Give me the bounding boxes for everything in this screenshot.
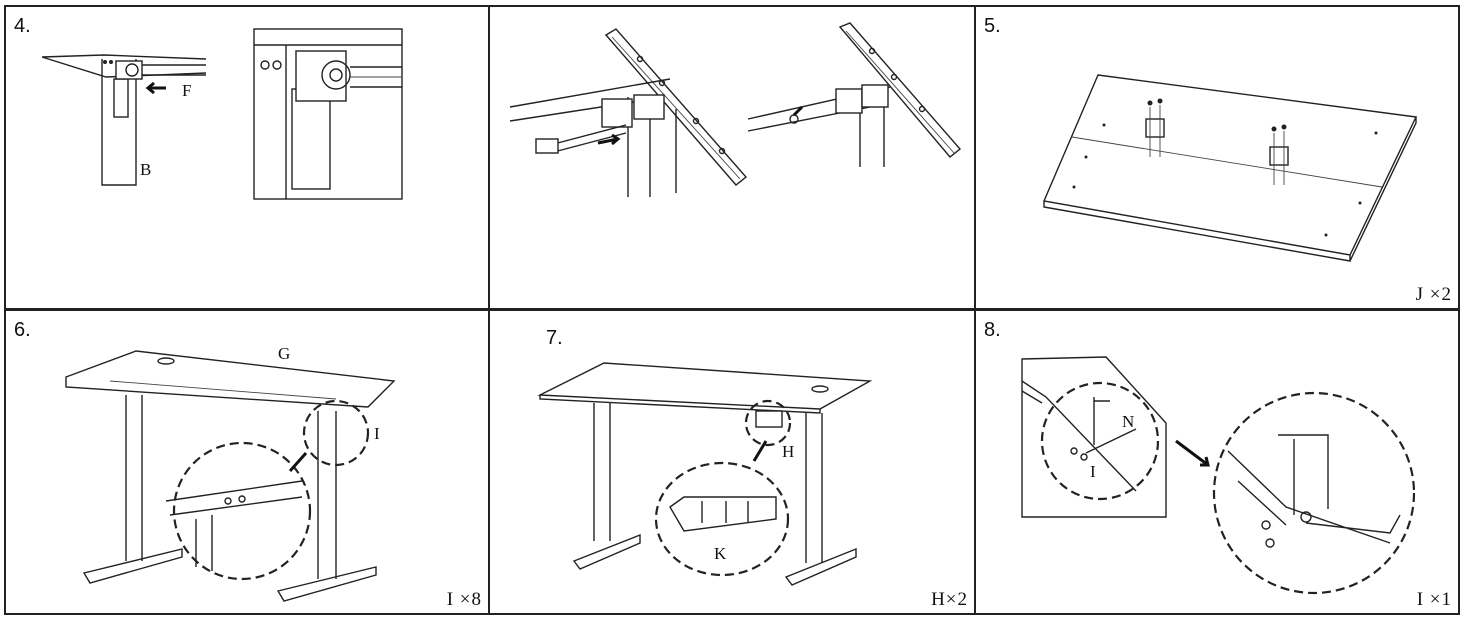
label-f: F (182, 81, 191, 100)
bracket-right (1269, 124, 1289, 185)
panel-step-4: 4. F B (4, 5, 490, 310)
detail-circle-large (172, 441, 312, 581)
detail-circle-small (1040, 381, 1160, 501)
step-8-illustration: N I (1021, 356, 1416, 595)
cable-routing-illustration (509, 22, 962, 197)
step-number: 7. (546, 327, 563, 349)
detail-circle-small (302, 399, 370, 467)
quantity-label: J ×2 (1415, 284, 1452, 305)
panel-step-6: 6. G I I ×8 (4, 309, 490, 615)
label-i: I (374, 424, 380, 443)
quantity-label: H×2 (931, 589, 968, 610)
panel-step-8: 8. N I I ×1 (974, 309, 1460, 615)
step-number: 4. (14, 15, 31, 37)
detail-circle-large (1212, 391, 1416, 595)
panel-step-4-cable (488, 5, 976, 310)
step-4-illustration: F B (41, 28, 403, 200)
panel-step-5: 5. J ×2 (974, 5, 1460, 310)
label-n: N (1122, 412, 1134, 431)
label-h: H (782, 442, 794, 461)
label-i: I (1090, 462, 1096, 481)
step-7-illustration: H K (537, 362, 873, 586)
panel-step-7: 7. H K H×2 (488, 309, 976, 615)
bracket-left (1145, 98, 1165, 157)
label-k: K (714, 544, 727, 563)
detail-circle-large (654, 461, 790, 577)
step-5-illustration (1043, 74, 1418, 262)
step-number: 6. (14, 319, 31, 341)
detail-circle-small (744, 399, 792, 447)
step-number: 8. (984, 319, 1001, 341)
quantity-label: I ×8 (446, 589, 482, 610)
quantity-label: I ×1 (1416, 589, 1452, 610)
step-6-illustration: G I (65, 344, 396, 602)
label-b: B (140, 160, 151, 179)
step-number: 5. (984, 15, 1001, 37)
label-g: G (278, 344, 290, 363)
